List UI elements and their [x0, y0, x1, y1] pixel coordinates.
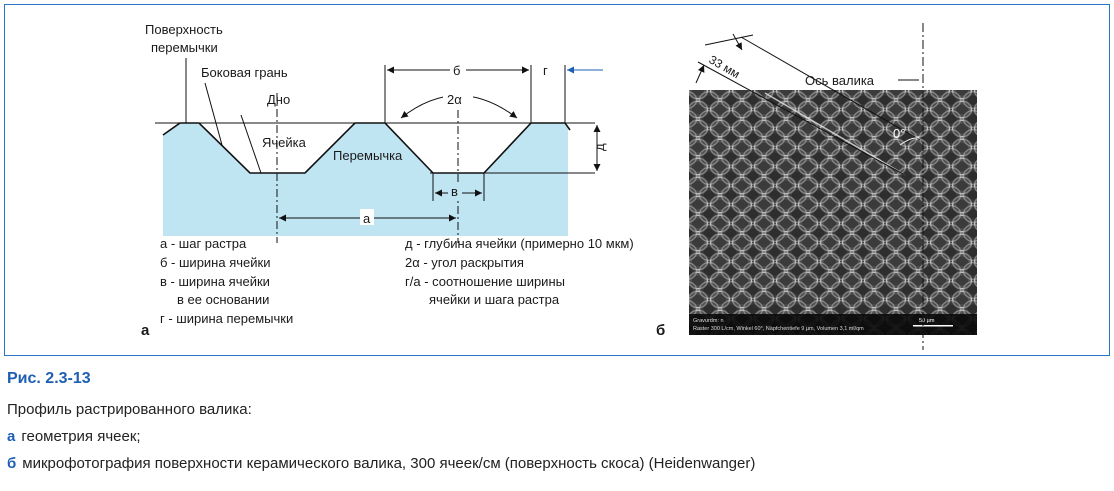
label-surface-line2: перемычки	[151, 40, 218, 55]
caption-text-b: микрофотография поверхности керамическог…	[22, 455, 756, 472]
dim-base-label-bg	[448, 183, 462, 198]
figure-frame: Поверхность перемычки Боковая грань Дно …	[4, 4, 1110, 356]
figure-diagram: Поверхность перемычки Боковая грань Дно …	[141, 22, 977, 350]
label-bottom: Дно	[267, 92, 290, 107]
angle-label-b: 0°	[893, 126, 905, 141]
label-side-face: Боковая грань	[201, 65, 288, 80]
label-roller-axis: Ось валика	[805, 73, 875, 88]
label-cell: Ячейка	[262, 135, 307, 150]
angle-arc-b	[899, 137, 920, 146]
label-surface-line1: Поверхность	[145, 22, 223, 37]
ext-33-lower	[697, 61, 906, 176]
dim-b-label-bg	[450, 61, 466, 79]
dim-33-arrow	[732, 33, 743, 51]
dim-33-arrow-2	[695, 64, 705, 84]
caption-text-a: геометрия ячеек;	[21, 428, 141, 445]
caption-key-b: б	[7, 455, 17, 472]
micrograph-offset-cells	[689, 90, 977, 335]
leader-side-face	[204, 82, 223, 146]
legend-left-item: в ее основании	[177, 292, 269, 307]
angle-label: 2α	[447, 92, 462, 107]
micrograph: Gravurdm: n Raster 300 L/cm, Winkel 60°,…	[689, 90, 977, 335]
leader-bottom	[240, 114, 262, 174]
caption-line1: Профиль растрированного валика:	[7, 401, 252, 418]
scale-bar	[913, 325, 953, 327]
panel-letter-b: б	[656, 322, 665, 339]
caption-title: Рис. 2.3-13	[7, 370, 91, 387]
caption-item-a: а геометрия ячеек;	[7, 423, 1107, 450]
legend-right-item: г/а - соотношение ширины	[405, 274, 565, 289]
label-land: Перемычка	[333, 148, 403, 163]
panel-letter-a: а	[141, 322, 150, 339]
caption-key-a: а	[7, 428, 16, 445]
micrograph-streak	[764, 92, 906, 176]
photo-info-line2: Raster 300 L/cm, Winkel 60°, Näpfchentie…	[693, 326, 864, 332]
dim-pitch-label-bg	[360, 209, 374, 225]
micrograph-info-bar	[689, 314, 977, 335]
legend-left-item: г - ширина перемычки	[160, 311, 293, 326]
caption-item-b: б микрофотография поверхности керамическо…	[7, 450, 1107, 477]
legend-left-item: а - шаг растра	[160, 236, 247, 251]
dim-base-label: в	[451, 184, 458, 199]
legend-left: а - шаг растра б - ширина ячейки в - шир…	[160, 236, 293, 326]
legend-right-item: 2α - угол раскрытия	[405, 255, 524, 270]
legend-right-item: ячейки и шага растра	[429, 292, 560, 307]
dim-g-label: г	[543, 63, 548, 78]
ext-33-upper	[740, 36, 921, 141]
photo-info-line1: Gravurdm: n	[693, 318, 724, 324]
legend-right-item: д - глубина ячейки (примерно 10 мкм)	[405, 236, 634, 251]
cell-profile-fill	[163, 123, 568, 236]
ext-33-top	[704, 34, 754, 46]
figure-caption: Рис. 2.3-13 Профиль растрированного вали…	[7, 370, 1107, 477]
micrograph-shading	[689, 90, 977, 335]
dim-depth-label: д	[592, 143, 607, 151]
dim-pitch-label: а	[363, 211, 371, 226]
legend-left-item: в - ширина ячейки	[160, 274, 270, 289]
dim-b-label: б	[453, 63, 460, 78]
scale-label: 50 µm	[919, 318, 935, 324]
legend-right: д - глубина ячейки (примерно 10 мкм) 2α …	[405, 236, 634, 307]
legend-left-item: б - ширина ячейки	[160, 255, 270, 270]
angle-label-bg	[443, 91, 473, 108]
